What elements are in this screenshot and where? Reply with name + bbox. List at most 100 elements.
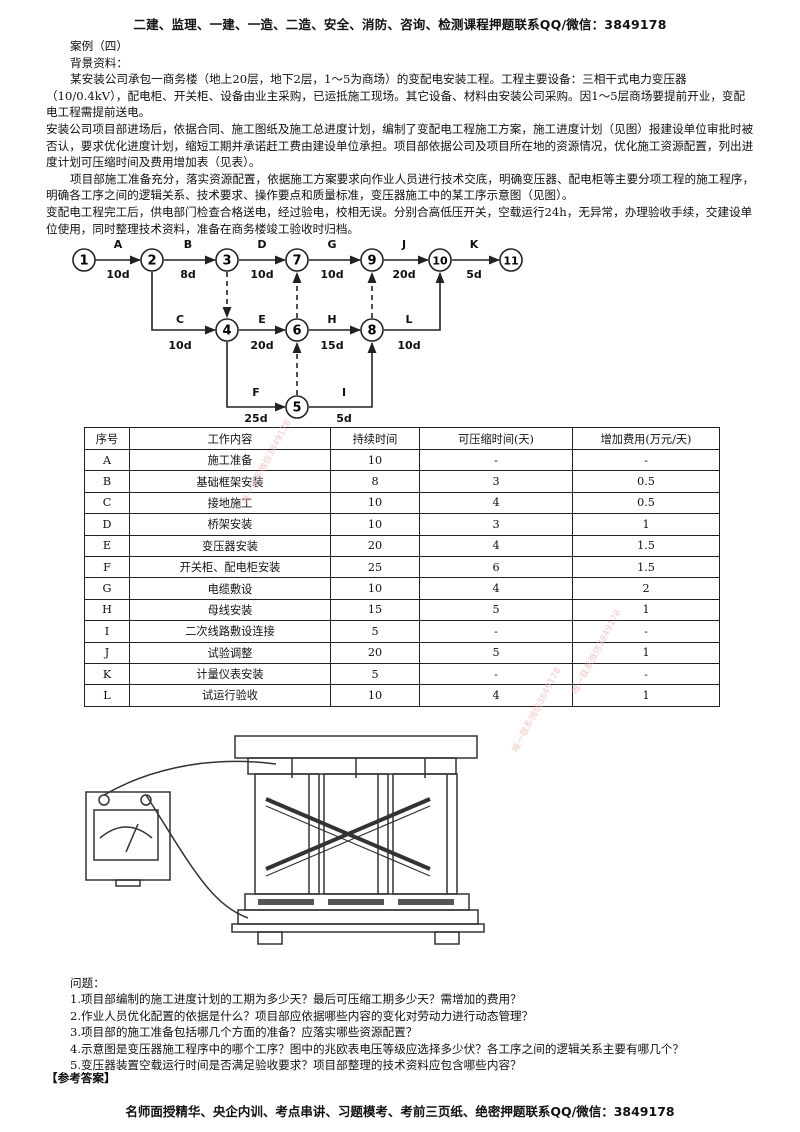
table-cell: 电缆敷设	[129, 577, 331, 600]
table-cell: 10	[330, 491, 420, 515]
table-cell: -	[419, 448, 573, 472]
activity-name: J	[401, 238, 406, 251]
page-header: 二建、监理、一建、一造、二造、安全、消防、咨询、检测课程押题联系QQ/微信：38…	[133, 17, 667, 32]
table-cell: 施工准备	[129, 448, 331, 472]
question-4: 4.示意图是变压器施工程序中的哪个工序？图中的兆欧表电压等级应选择多少伏？各工序…	[70, 1041, 684, 1056]
questions-section: 问题： 1.项目部编制的施工进度计划的工期为多少天？最后可压缩工期多少天？需增加…	[70, 975, 770, 1073]
table-cell: E	[84, 534, 130, 557]
table-cell: G	[84, 577, 130, 600]
network-node	[285, 248, 309, 272]
activity-duration: 20d	[392, 268, 415, 281]
network-node-label: 5	[292, 401, 301, 416]
activity-duration: 5d	[466, 268, 482, 281]
case-title: 案例（四）	[70, 39, 128, 53]
table-cell: 变压器安装	[129, 534, 331, 557]
table-cell: 3	[419, 470, 573, 493]
table-cell: 4	[419, 684, 573, 707]
case-body: 案例（四） 背景资料： 某安装公司承包一商务楼（地上20层，地下2层，1～5为商…	[46, 38, 756, 237]
question-2: 2.作业人员优化配置的依据是什么？项目部应依据哪些内容的变化对劳动力进行动态管理…	[70, 1008, 534, 1023]
paragraph-1: 某安装公司承包一商务楼（地上20层，地下2层，1～5为商场）的变配电安装工程。工…	[46, 72, 746, 120]
table-cell: 接地施工	[129, 491, 331, 515]
network-node-label: 10	[432, 255, 448, 268]
activity-duration: 5d	[336, 412, 352, 425]
table-cell: -	[572, 448, 720, 472]
paragraph-3: 项目部施工准备充分，落实资源配置，依据施工方案要求向作业人员进行技术交底，明确变…	[46, 171, 755, 203]
activity-duration: 10d	[106, 268, 129, 281]
table-cell: 15	[330, 598, 420, 622]
table-cell: L	[84, 684, 130, 707]
question-1: 1.项目部编制的施工进度计划的工期为多少天？最后可压缩工期多少天？需增加的费用？	[70, 992, 522, 1007]
network-node	[140, 248, 164, 272]
table-cell: 10	[330, 448, 420, 472]
table-cell: 25	[330, 555, 420, 579]
table-cell: 母线安装	[129, 598, 331, 622]
question-3: 3.项目部的施工准备包括哪几个方面的准备？应落实哪些资源配置？	[70, 1025, 418, 1040]
table-cell: 基础框架安装	[129, 470, 331, 493]
activity-name: E	[258, 313, 266, 326]
table-cell: 5	[330, 662, 420, 686]
table-cell: 10	[330, 513, 420, 536]
answer-label: 【参考答案】	[46, 1071, 116, 1085]
activity-duration: 10d	[168, 339, 191, 352]
table-cell: 0.5	[572, 491, 720, 515]
activity-name: K	[470, 238, 479, 251]
network-node	[215, 318, 239, 342]
activity-duration: 25d	[244, 412, 267, 425]
network-node	[215, 248, 239, 272]
activity-name: D	[257, 238, 266, 251]
table-cell: 20	[330, 641, 420, 664]
table-cell: 试验调整	[129, 641, 331, 664]
table-cell: 1	[572, 598, 720, 622]
activity-name: C	[176, 313, 184, 326]
activity-name: I	[342, 386, 346, 399]
activity-name: F	[252, 386, 260, 399]
network-node-label: 9	[367, 254, 376, 269]
table-cell: C	[84, 491, 130, 515]
network-node	[72, 248, 96, 272]
col-header: 可压缩时间(天)	[419, 427, 573, 450]
table-cell: 1	[572, 684, 720, 707]
network-node-label: 7	[292, 254, 301, 269]
network-node-label: 3	[222, 254, 231, 269]
question-5: 5.变压器装置空载运行时间是否满足验收要求？项目部整理的技术资料应包含哪些内容？	[70, 1058, 522, 1073]
table-cell: 5	[419, 641, 573, 664]
table-header-row: 序号 工作内容 持续时间 可压缩时间(天) 增加费用(万元/天)	[84, 427, 720, 450]
table-cell: 桥架安装	[129, 513, 331, 536]
col-header: 持续时间	[330, 427, 420, 450]
background-label: 背景资料：	[70, 55, 128, 70]
table-cell: J	[84, 641, 130, 664]
table-cell: 0.5	[572, 470, 720, 493]
paragraph-2: 安装公司项目部进场后，依据合同、施工图纸及施工总进度计划，编制了变配电工程施工方…	[46, 121, 754, 170]
table-cell: F	[84, 555, 130, 579]
network-node-label: 6	[292, 324, 301, 339]
network-node	[360, 248, 384, 272]
table-cell: 试运行验收	[129, 684, 331, 707]
table-cell: 2	[572, 577, 720, 600]
activity-duration: 15d	[320, 339, 343, 352]
network-node-label: 1	[79, 254, 88, 269]
network-node	[499, 248, 523, 272]
table-cell: 4	[419, 534, 573, 557]
table-cell: 4	[419, 491, 573, 515]
table-cell: -	[419, 620, 573, 643]
activity-duration: 10d	[250, 268, 273, 281]
network-node	[428, 248, 452, 272]
table-cell: 8	[330, 470, 420, 493]
network-node-label: 8	[367, 324, 376, 339]
table-cell: A	[84, 448, 130, 472]
table-cell: 开关柜、配电柜安装	[129, 555, 331, 579]
col-header: 增加费用(万元/天)	[572, 427, 720, 450]
table-cell: D	[84, 513, 130, 536]
